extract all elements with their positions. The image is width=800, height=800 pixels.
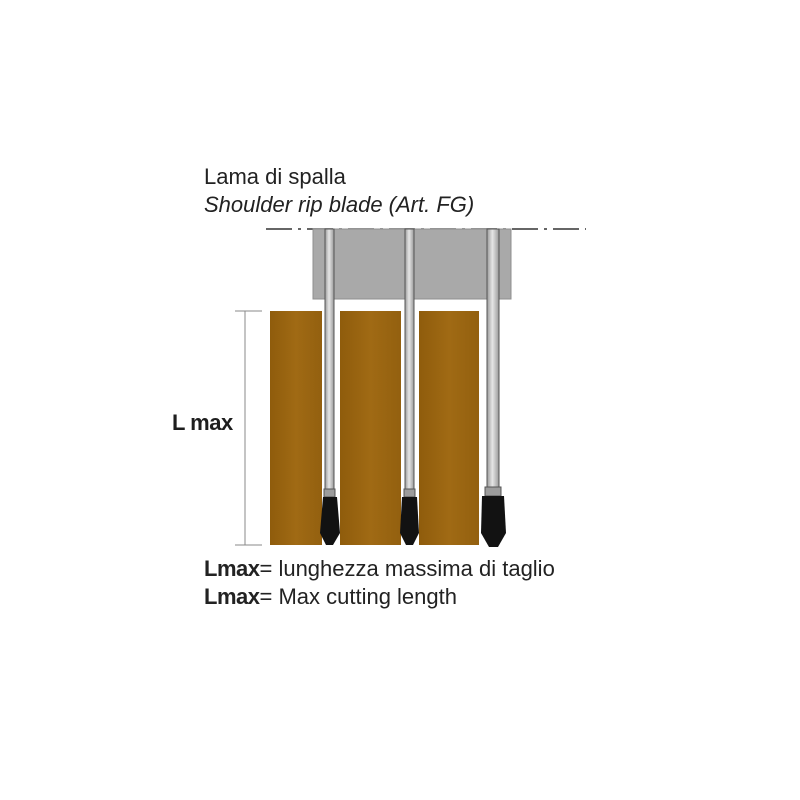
blade-collar — [403, 488, 416, 498]
lmax-dimension — [235, 310, 262, 546]
blade-collar — [323, 488, 336, 498]
legend-term: Lmax — [204, 556, 260, 581]
blade-tip — [481, 496, 506, 547]
legend-definition: = Max cutting length — [259, 584, 457, 609]
legend-term: Lmax — [204, 584, 260, 609]
blade-collar — [484, 486, 502, 497]
lmax-dimension-label: L max — [172, 410, 233, 435]
wood-block-1 — [270, 311, 322, 545]
legend-definition: = lunghezza massima di taglio — [259, 556, 555, 581]
blade-shaft — [324, 228, 335, 498]
blade-tip — [400, 497, 419, 545]
wood-block-3 — [419, 311, 479, 545]
blade-tip — [320, 497, 340, 545]
title-italian: Lama di spalla — [204, 164, 346, 189]
blade-1 — [320, 228, 340, 545]
blade-shaft — [404, 228, 415, 498]
blade-shaft — [486, 228, 500, 496]
blade-3 — [481, 228, 506, 547]
wood-block-2 — [340, 311, 401, 545]
blade-2 — [400, 228, 419, 545]
legend-italian: Lmax= lunghezza massima di taglio — [204, 556, 555, 582]
title-english: Shoulder rip blade (Art. FG) — [204, 192, 475, 217]
legend-english: Lmax= Max cutting length — [204, 584, 457, 610]
